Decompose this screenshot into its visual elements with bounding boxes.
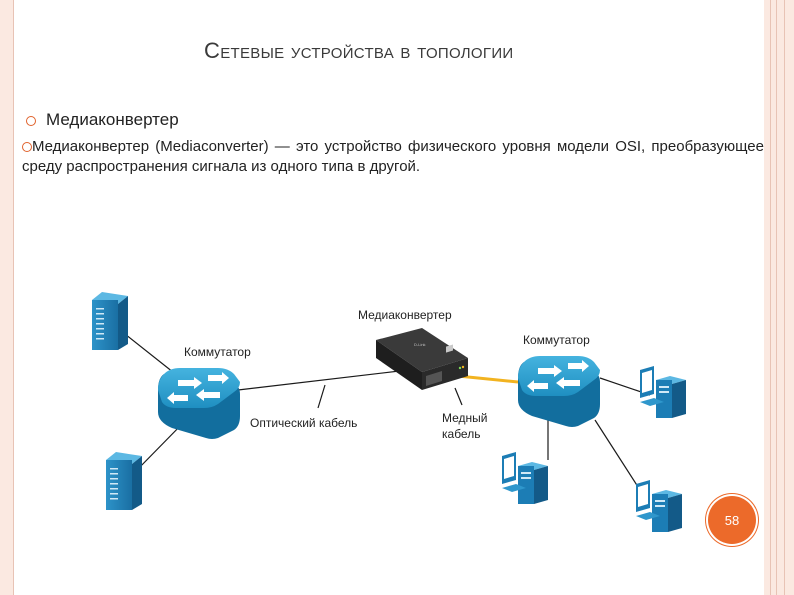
copper-cable-label: Медный кабель <box>442 411 488 441</box>
mediaconverter-label: Медиаконвертер <box>358 308 452 322</box>
optical-cable-label: Оптический кабель <box>250 416 358 430</box>
bullet-icon <box>22 142 32 152</box>
copper-label-pointer <box>454 387 463 406</box>
slide-right-border <box>764 0 794 595</box>
switch-left-label: Коммутатор <box>184 345 251 359</box>
page-number-badge: 58 <box>708 496 756 544</box>
mediaconverter-icon: D-Link <box>376 328 468 390</box>
pc-icon <box>502 452 548 504</box>
server-icon <box>92 292 128 350</box>
slide-left-border <box>0 0 14 595</box>
copper-cable-line <box>457 374 519 384</box>
pc-icon <box>636 480 682 532</box>
page-number: 58 <box>724 512 740 528</box>
server-icon <box>106 452 142 510</box>
pc-icon <box>640 366 686 418</box>
switch-left-icon <box>158 368 240 439</box>
subtitle: Медиаконвертер <box>46 110 179 129</box>
bullet-icon <box>26 116 36 126</box>
link-pc-bottom <box>594 419 641 491</box>
definition-text: Медиаконвертер (Mediaconverter) — это ус… <box>22 138 764 175</box>
optical-cable-line <box>237 369 409 391</box>
mediaconverter-brand: D-Link <box>414 342 426 347</box>
switch-right-icon <box>518 356 600 427</box>
switch-right-label: Коммутатор <box>523 333 590 347</box>
optical-label-pointer <box>317 384 326 409</box>
definition-paragraph: Медиаконвертер (Mediaconverter) — это ус… <box>22 137 764 177</box>
slide-title: Сетевые устройства в топологии <box>204 38 514 63</box>
